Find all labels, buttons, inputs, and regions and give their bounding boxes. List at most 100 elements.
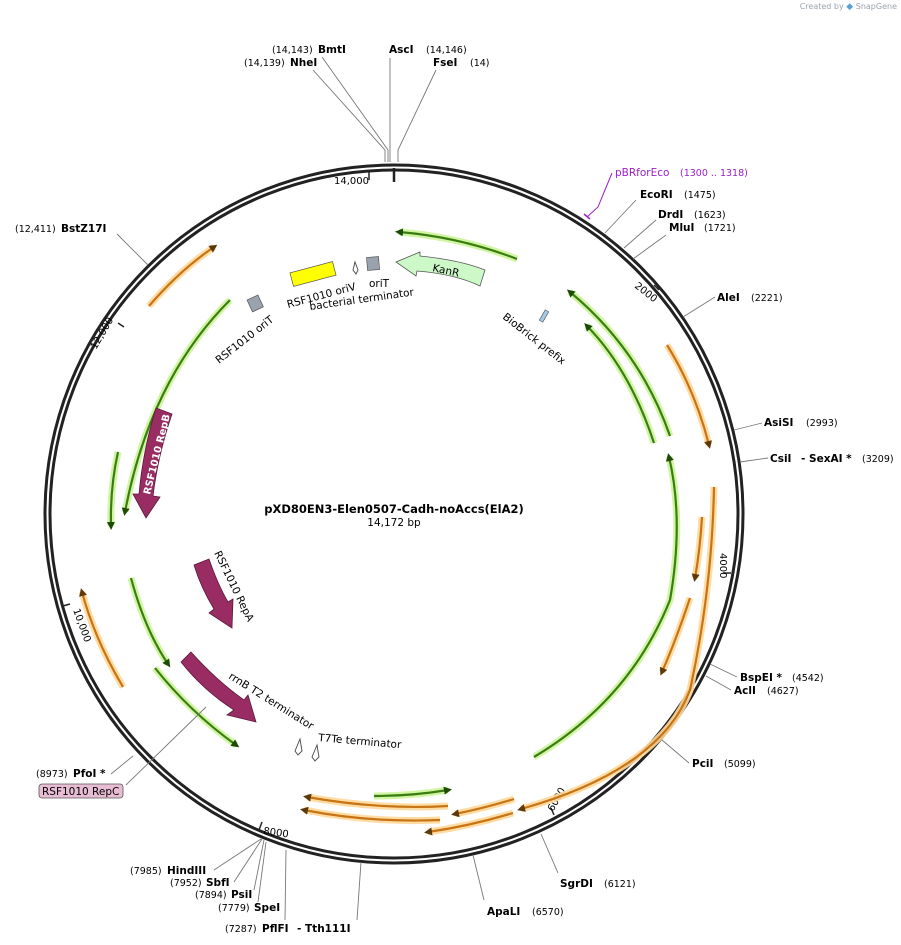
enzyme-pos: (7985) [130,866,162,877]
enzyme-pos: (6570) [532,907,564,918]
enzyme-name: AscI [389,44,414,56]
created-by-text: Created by [799,2,844,11]
enzyme-pos: (14,146) [426,45,467,56]
repc-arrow [180,651,257,723]
terminator-icon [352,260,359,275]
repc-label-box: RSF1010 RepC [38,783,124,799]
rsf-orit-label: RSF1010 oriT [213,313,276,366]
enzyme-pos: (3209) [862,454,894,465]
orf-arc [659,597,692,676]
enzyme-pos: (4627) [767,686,799,697]
enzyme-pos: (14,139) [244,58,285,69]
biobrick-marker [538,309,550,323]
enzyme-name: PflFI [262,923,289,935]
primer-name: pBRforEco [615,167,669,179]
enzyme-name: AleI [717,292,740,304]
enzyme-name: DrdI [658,209,683,221]
orf-arc [451,797,515,818]
kanr-feature: KanR [395,251,486,287]
orf-arc [106,451,120,530]
enzyme-pos: (1475) [684,190,716,201]
t7te-label: T7Te terminator [317,732,403,751]
orit-marker [366,256,380,271]
tick-label-12000: 12,000 [89,316,116,352]
orf-arc [584,323,656,444]
primer-pbrforeco: pBRforEco (1300 .. 1318) [583,167,748,220]
enzyme-name: NheI [290,57,317,69]
enzyme-name: PfoI * [73,768,106,780]
enzyme-name: ApaLI [487,906,520,918]
orf-arc [666,344,712,449]
enzyme-name: - SexAI * [801,453,852,465]
orf-arcs [78,228,718,836]
orf-arc [303,793,449,809]
orit-label: oriT [369,278,390,290]
orf-arc [691,516,704,582]
enzyme-name: BstZ17I [61,223,106,235]
repa-arrow [193,558,234,629]
tick-marks [62,172,731,831]
enzyme-pos: (14,143) [272,45,313,56]
enzyme-name: SbfI [206,877,230,889]
enzyme-name: AclI [734,685,756,697]
orf-arc [121,299,231,516]
orf-arc [154,667,240,748]
t7te-terminator-icon [311,743,320,762]
enzyme-pos: (7287) [225,924,257,935]
biobrick-label: BioBrick prefix [500,311,567,367]
enzyme-pos: (12,411) [15,224,56,235]
enzyme-name: FseI [433,57,457,69]
enzyme-pos: (2993) [806,418,838,429]
enzyme-pos: (1721) [704,223,736,234]
orf-arc [129,577,171,668]
orf-arc [373,786,452,798]
tick-label-14000: 14,000 [334,176,369,187]
orf-arc [79,588,124,688]
rsf-orit-marker [246,294,264,313]
oriv-marker [289,261,337,287]
snapgene-name: SnapGene [855,2,897,11]
kanr-label: KanR [431,262,460,279]
enzyme-pos: (5099) [724,759,756,770]
tick-label-4000: 4000 [717,553,728,578]
enzyme-name: EcoRI [640,189,673,201]
enzyme-pos: (7952) [170,878,202,889]
plasmid-name: pXD80EN3-Elen0507-Cadh-noAccs(ElA2) [264,502,524,516]
enzyme-pos: (7894) [195,890,227,901]
enzyme-name: BmtI [318,44,346,56]
snapgene-watermark: Created by ◆ SnapGene [800,2,897,12]
rrnb-terminator-icon [294,737,303,756]
enzyme-name: SpeI [254,902,280,914]
enzyme-pos: (1623) [694,210,726,221]
enzyme-pos: (14) [470,58,490,69]
enzyme-name: SgrDI [560,878,593,890]
primer-range: (1300 .. 1318) [680,168,748,179]
repc-label: RSF1010 RepC [42,786,119,798]
orf-arc [517,486,716,812]
enzyme-pos: (2221) [751,293,783,304]
enzyme-pos: (4542) [792,673,824,684]
orf-arc [300,806,441,822]
enzyme-name: PsiI [231,889,252,901]
orf-arc [148,244,218,307]
enzyme-name: BspEI * [740,672,783,684]
enzyme-name: - Tth111I [297,923,351,935]
enzyme-pos: (8973) [36,769,68,780]
enzyme-name: CsiI [770,453,791,465]
orf-arc [424,811,514,836]
plasmid-size: 14,172 bp [367,517,421,529]
orf-arc [533,453,678,758]
snapgene-logo-icon: ◆ [846,2,854,12]
enzyme-name: AsiSI [764,417,793,429]
enzyme-name: PciI [692,758,713,770]
enzyme-name: MluI [669,222,694,234]
enzyme-pos: (7779) [218,903,250,914]
orf-arc [395,228,518,261]
enzyme-name: HindIII [167,865,206,877]
enzyme-labels: (14,143) BmtI (14,139) NheI AscI (14,146… [15,44,894,935]
enzyme-pos: (6121) [604,879,636,890]
orf-arc [566,289,672,437]
tick-label-8000: 8000 [263,826,290,840]
enzyme-leader-lines [110,56,769,921]
